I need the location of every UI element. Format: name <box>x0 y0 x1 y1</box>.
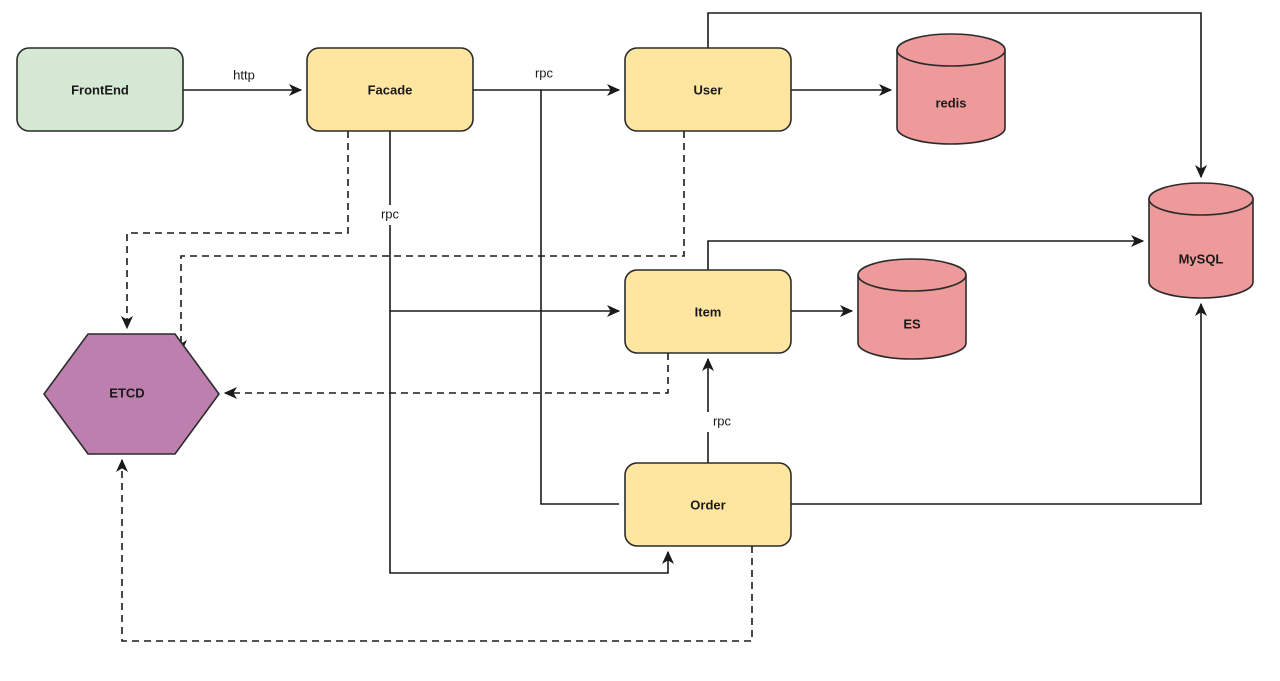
rpc-facade-item-label-backing <box>374 205 406 225</box>
user-box[interactable] <box>624 47 792 132</box>
edge-facade-order-branch <box>540 90 619 505</box>
edge-layer <box>116 12 1207 642</box>
node-item[interactable]: Item <box>624 269 792 354</box>
edge-order-mysql <box>791 302 1207 505</box>
http-label-backing <box>228 64 262 84</box>
node-etcd[interactable]: ETCD <box>43 333 220 455</box>
node-order[interactable]: Order <box>624 462 792 547</box>
edge-facade-item <box>389 131 621 317</box>
node-redis[interactable]: redis <box>896 33 1006 145</box>
edge-user-etcd <box>175 131 685 354</box>
rpc-facade-user-label-backing <box>528 62 560 82</box>
es-cylinder-top <box>857 258 967 292</box>
item-box[interactable] <box>624 269 792 354</box>
edge-facade-etcd <box>120 131 349 330</box>
edge-facade-order <box>389 311 674 574</box>
rpc-order-item-label-backing <box>706 412 738 432</box>
etcd-hexagon[interactable] <box>43 333 220 455</box>
es-cylinder-body[interactable] <box>857 274 967 360</box>
node-frontend[interactable]: FrontEnd <box>16 47 184 132</box>
frontend-box[interactable] <box>16 47 184 132</box>
redis-cylinder-body[interactable] <box>896 49 1006 145</box>
node-es[interactable]: ES <box>857 258 967 360</box>
mysql-cylinder-body[interactable] <box>1148 198 1254 299</box>
mysql-cylinder-top <box>1148 182 1254 216</box>
redis-cylinder-top <box>896 33 1006 67</box>
node-user[interactable]: User <box>624 47 792 132</box>
node-layer: FrontEnd Facade User Item Order <box>16 33 1254 547</box>
node-mysql[interactable]: MySQL <box>1148 182 1254 299</box>
edge-item-etcd <box>223 353 669 399</box>
edge-user-mysql <box>707 12 1207 179</box>
facade-box[interactable] <box>306 47 474 132</box>
edge-item-mysql <box>707 235 1145 270</box>
node-facade[interactable]: Facade <box>306 47 474 132</box>
order-box[interactable] <box>624 462 792 547</box>
edge-order-etcd <box>116 458 753 642</box>
